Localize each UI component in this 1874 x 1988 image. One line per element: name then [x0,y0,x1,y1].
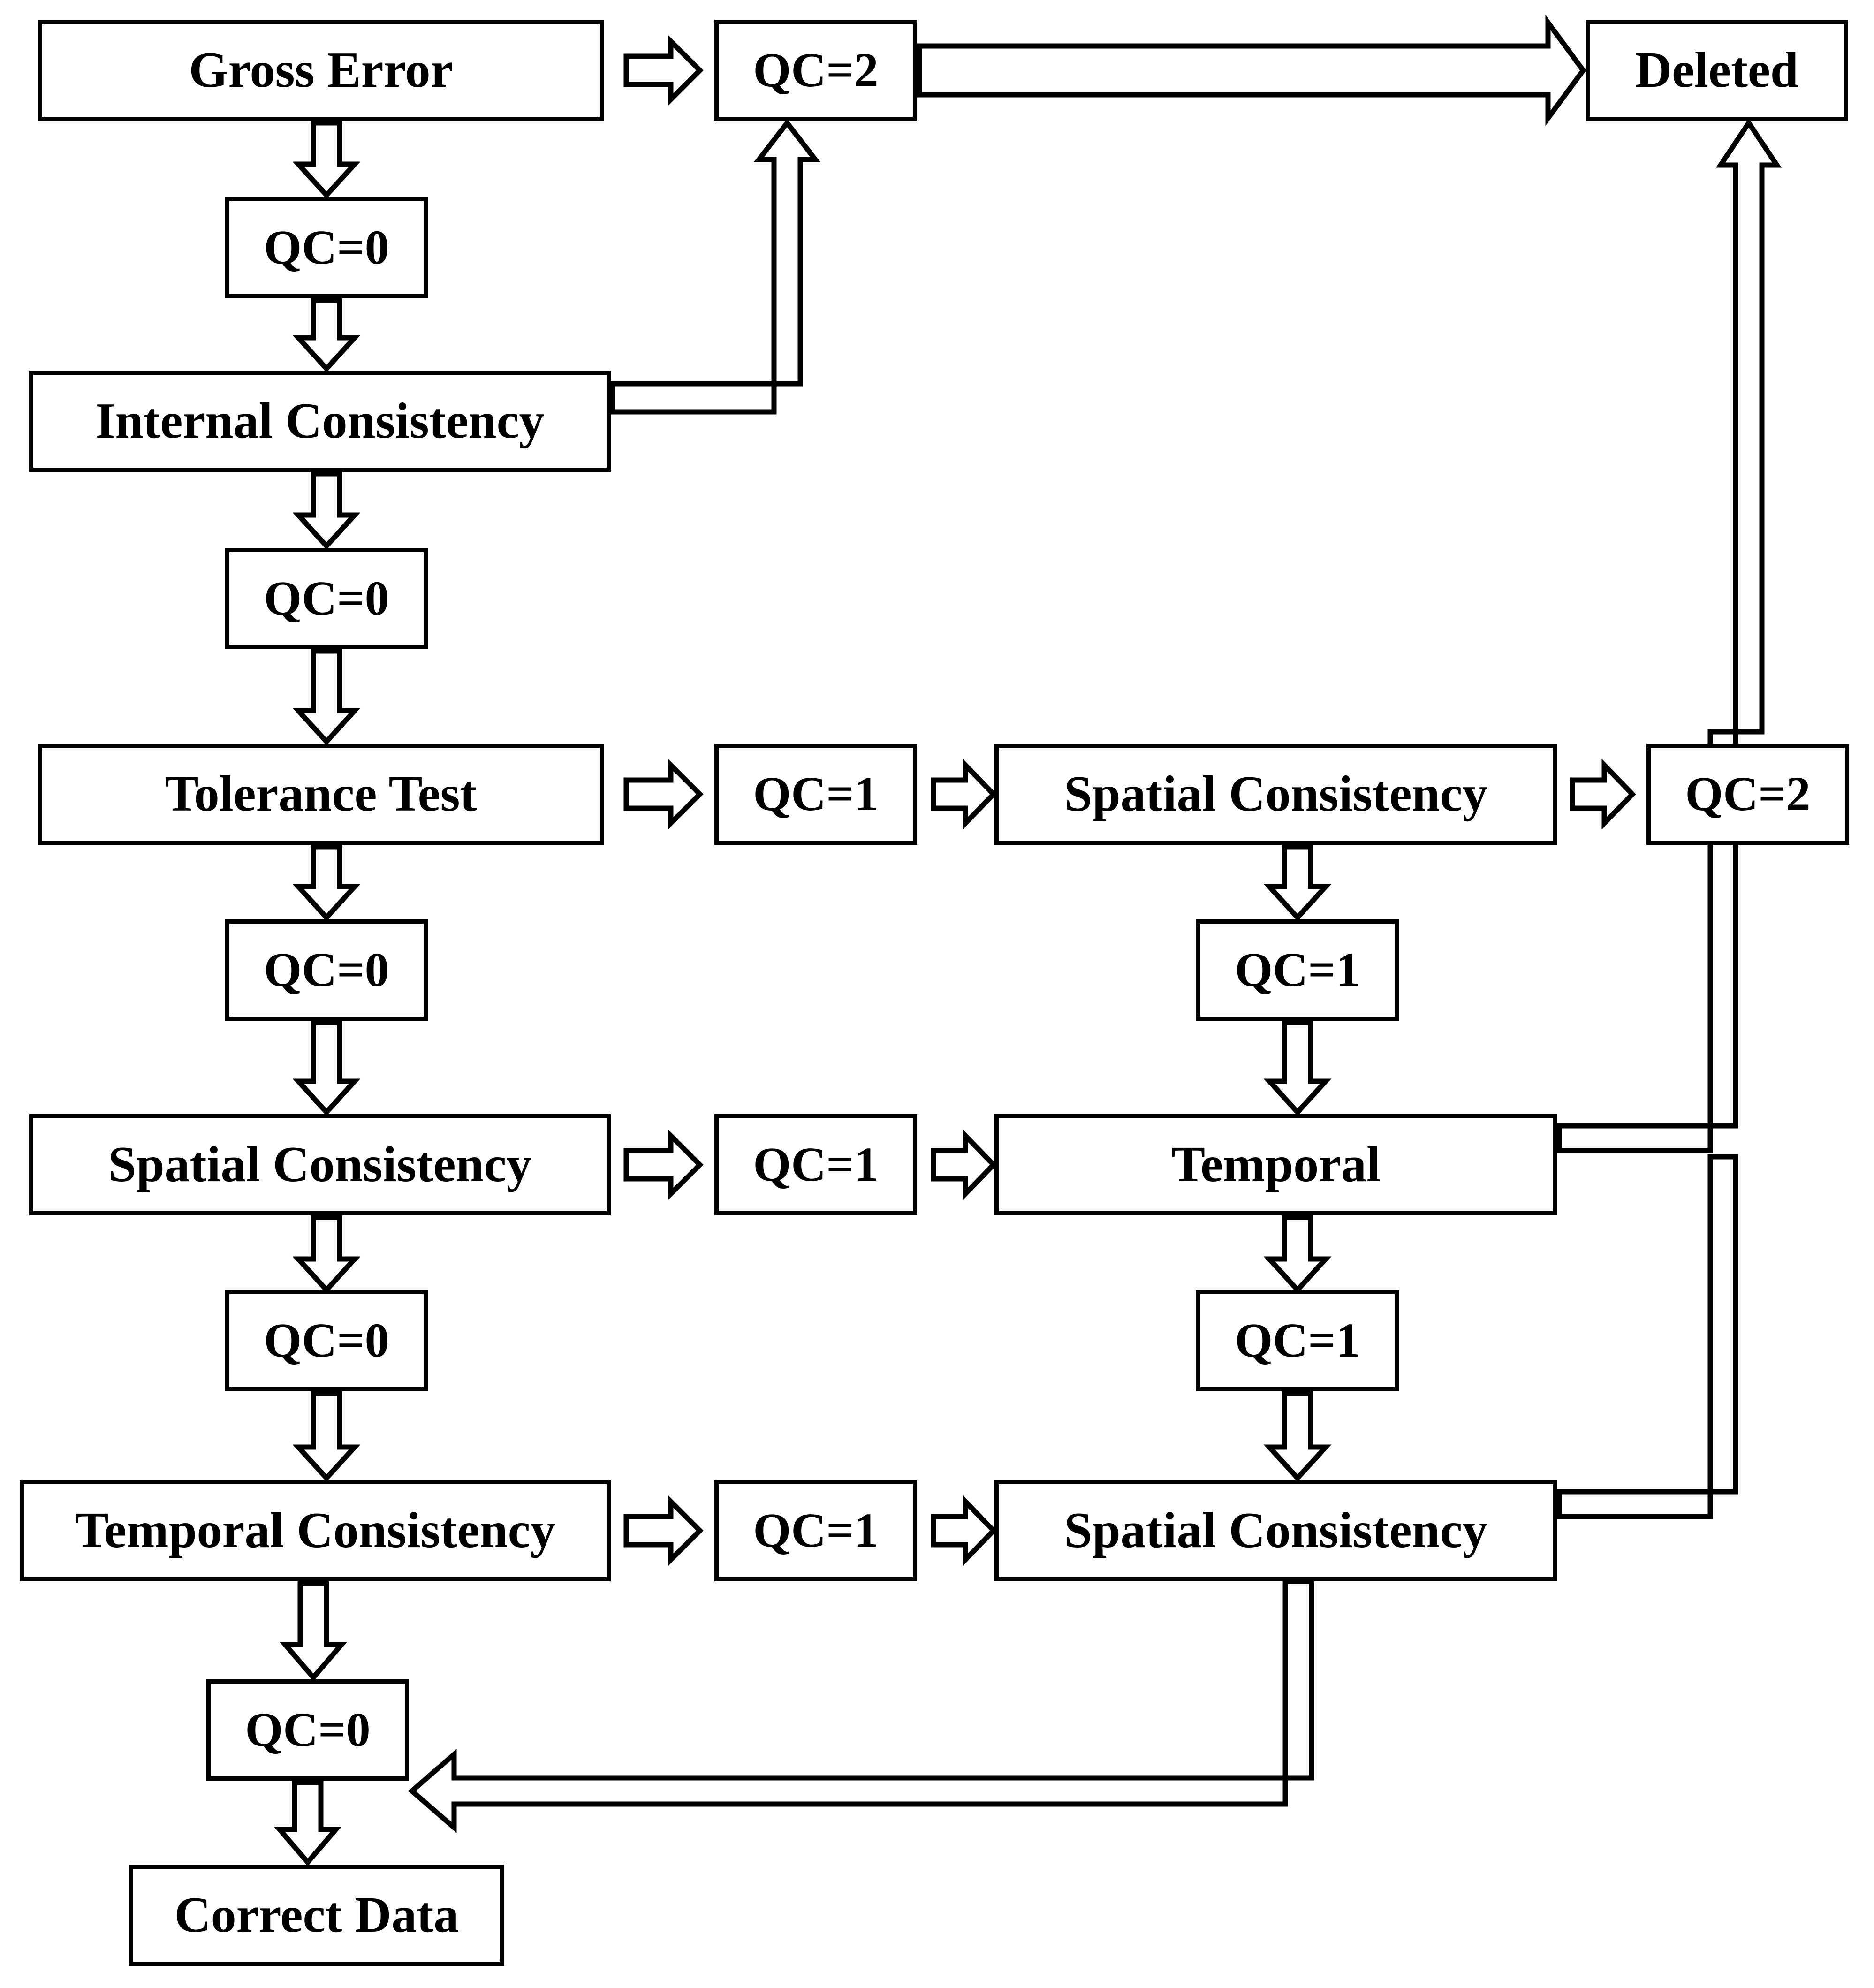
arrow-qc2-to-deleted [917,15,1586,126]
node-qc1-after-temporal-consistency[interactable]: QC=1 [714,1480,917,1581]
node-label-qc0-after-tolerance-test: QC=0 [264,943,389,997]
node-label-qc1-after-temporal: QC=1 [1235,1313,1360,1367]
node-label-tolerance-test: Tolerance Test [165,766,477,822]
node-label-qc0-after-spatial-consistency-left: QC=0 [264,1313,389,1367]
arrow-gross-error-to-qc0a [292,120,361,199]
node-qc0-after-internal-consistency[interactable]: QC=0 [225,548,428,649]
arrow-temporal-consistency-to-qc0e [280,1580,347,1682]
node-label-qc0-final: QC=0 [245,1703,371,1757]
arrow-gross-error-to-qc2 [623,35,704,106]
node-qc0-final[interactable]: QC=0 [206,1679,409,1781]
node-label-qc2-right: QC=2 [1685,767,1811,821]
node-label-spatial-consistency-bottom: Spatial Consistency [1064,1502,1488,1558]
node-qc2-top[interactable]: QC=2 [714,20,917,121]
node-temporal-consistency[interactable]: Temporal Consistency [20,1480,611,1581]
arrow-qc0e-to-correct-data [274,1780,341,1867]
node-label-spatial-consistency-top: Spatial Consistency [1064,766,1488,822]
arrow-spatial-consistency-top-to-qc1b [1263,844,1332,922]
arrow-qc1b-to-temporal [1263,1020,1332,1116]
node-qc2-right[interactable]: QC=2 [1646,744,1849,845]
node-label-temporal-consistency: Temporal Consistency [75,1502,556,1558]
node-qc0-after-tolerance-test[interactable]: QC=0 [225,919,428,1021]
elbow-arrow-internal-consistency-to-qc2 [610,118,821,415]
node-qc1-after-tolerance-test[interactable]: QC=1 [714,744,917,845]
arrow-internal-consistency-to-qc0b [292,471,361,550]
node-label-qc1-after-spatial-consistency-left: QC=1 [753,1138,879,1191]
node-spatial-consistency-top[interactable]: Spatial Consistency [994,744,1557,845]
arrow-qc1e-to-spatial-consistency-bottom [931,1495,997,1566]
node-qc1-after-spatial-consistency-left[interactable]: QC=1 [714,1114,917,1215]
node-spatial-consistency-bottom[interactable]: Spatial Consistency [994,1480,1557,1581]
node-label-qc1-after-temporal-consistency: QC=1 [753,1503,879,1557]
arrow-qc1a-to-spatial-consistency-top [931,759,997,830]
node-label-gross-error: Gross Error [189,42,453,98]
arrow-spatial-consistency-left-to-qc1c [623,1129,704,1200]
node-qc0-after-gross-error[interactable]: QC=0 [225,197,428,298]
arrow-qc0b-to-tolerance-test [292,648,361,746]
node-label-qc1-after-spatial-consistency-top: QC=1 [1235,943,1360,997]
arrow-qc0c-to-spatial-consistency-left [292,1020,361,1116]
arrow-tolerance-test-to-qc1a [623,759,704,830]
node-temporal[interactable]: Temporal [994,1114,1557,1215]
elbow-arrow-spatial-consistency-bottom-to-qc2-right [1556,1154,1738,1519]
node-label-temporal: Temporal [1171,1137,1381,1192]
node-qc0-after-spatial-consistency-left[interactable]: QC=0 [225,1290,428,1391]
arrow-qc0d-to-temporal-consistency [292,1390,361,1482]
arrow-qc2-right-to-deleted [1715,118,1782,735]
node-label-qc1-after-tolerance-test: QC=1 [753,767,879,821]
node-correct-data[interactable]: Correct Data [129,1865,504,1966]
node-label-correct-data: Correct Data [174,1887,459,1943]
arrow-qc0a-to-internal-consistency [292,297,361,373]
node-label-qc2-top: QC=2 [753,43,879,97]
node-spatial-consistency-left[interactable]: Spatial Consistency [29,1114,611,1215]
arrow-spatial-consistency-top-to-qc2-right [1570,759,1636,830]
arrow-tolerance-test-to-qc0c [292,844,361,922]
node-internal-consistency[interactable]: Internal Consistency [29,371,611,472]
node-tolerance-test[interactable]: Tolerance Test [38,744,604,845]
arrow-spatial-consistency-left-to-qc0d [292,1214,361,1294]
node-deleted[interactable]: Deleted [1586,20,1848,121]
node-qc1-after-spatial-consistency-top[interactable]: QC=1 [1196,919,1399,1021]
node-qc1-after-temporal[interactable]: QC=1 [1196,1290,1399,1391]
node-label-deleted: Deleted [1635,42,1798,98]
arrow-qc1d-to-spatial-consistency-bottom [1263,1390,1332,1482]
node-label-qc0-after-gross-error: QC=0 [264,220,389,274]
node-label-internal-consistency: Internal Consistency [95,393,545,449]
node-gross-error[interactable]: Gross Error [38,20,604,121]
arrow-qc1c-to-temporal [931,1129,997,1200]
arrow-temporal-consistency-to-qc1e [623,1495,704,1566]
elbow-arrow-spatial-consistency-bottom-to-qc0e [408,1578,1314,1834]
arrow-temporal-to-qc1d [1263,1214,1332,1294]
node-label-spatial-consistency-left: Spatial Consistency [108,1137,532,1192]
node-label-qc0-after-internal-consistency: QC=0 [264,571,389,625]
